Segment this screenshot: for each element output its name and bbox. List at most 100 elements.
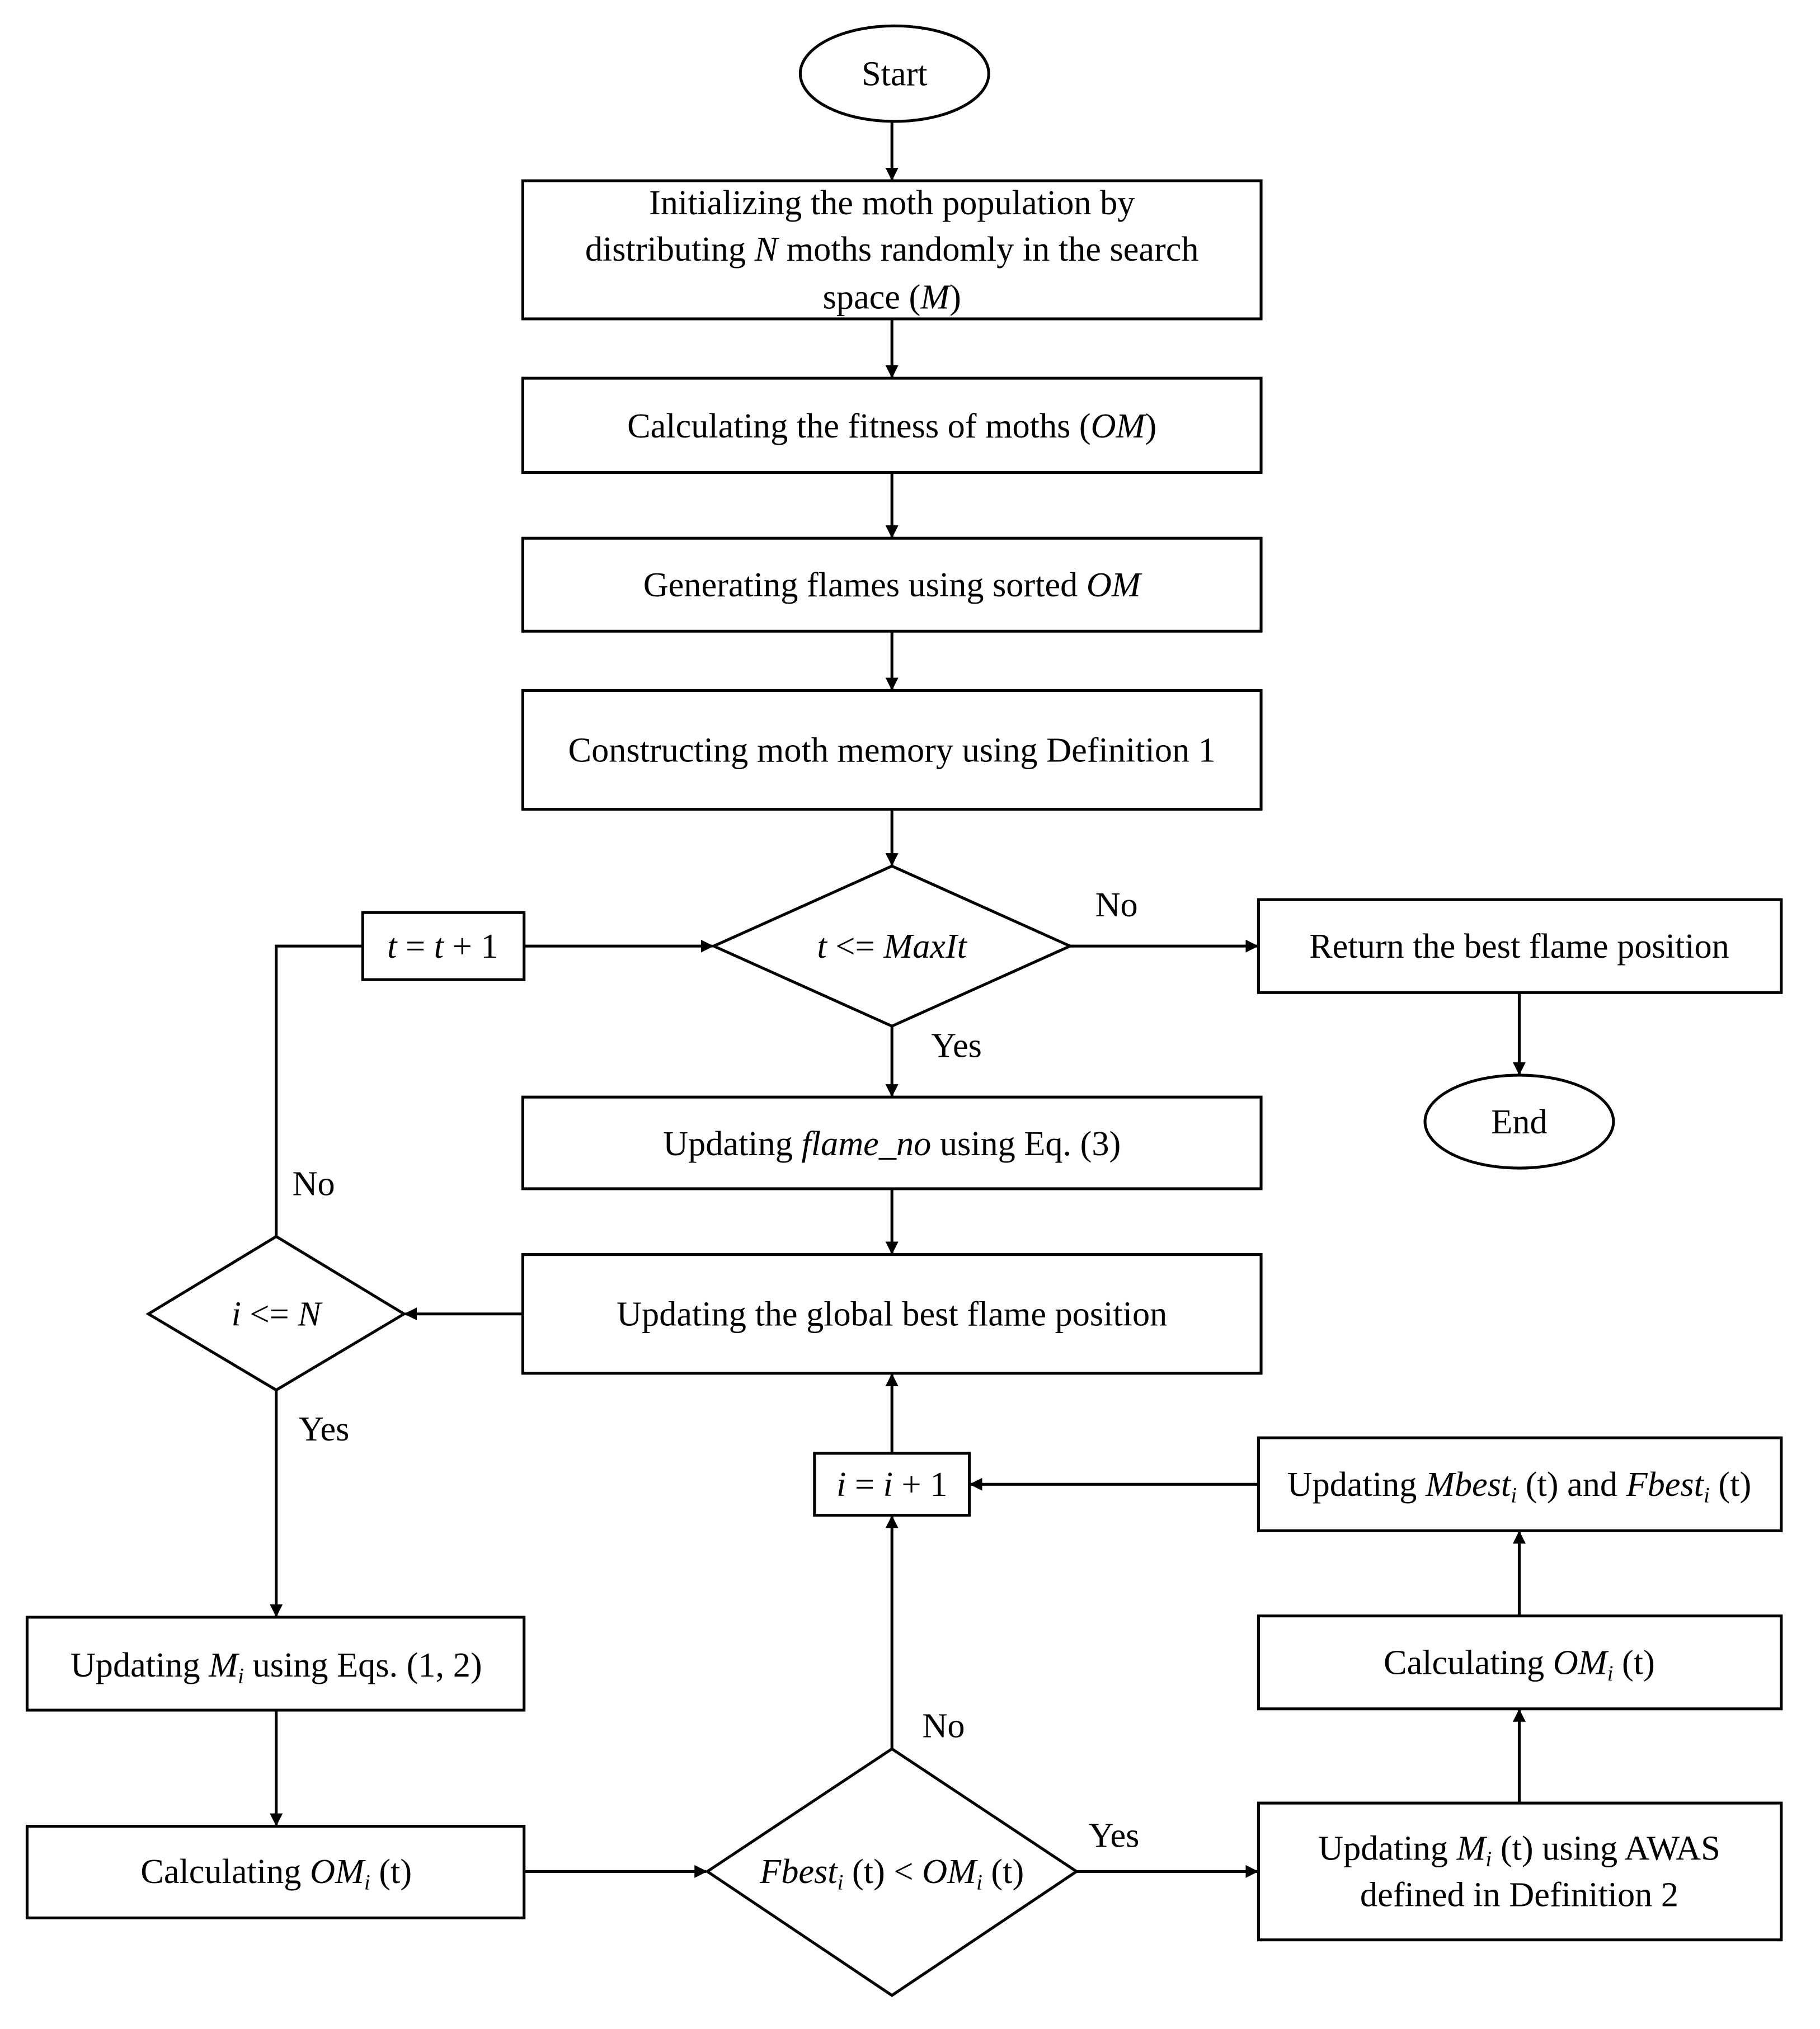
- calc-om-right-box: [1257, 1614, 1783, 1711]
- text-segment: flame_no: [801, 1124, 931, 1163]
- text-segment: (t): [1710, 1465, 1751, 1504]
- text-segment: + 1: [444, 927, 498, 966]
- text-segment: <=: [827, 927, 883, 966]
- flame-no-label: Updating flame_no using Eq. (3): [663, 1124, 1121, 1163]
- flames-label: Generating flames using sorted OM: [643, 566, 1142, 604]
- text-segment: (t): [982, 1852, 1024, 1891]
- text-segment: Generating flames using sorted: [643, 566, 1087, 604]
- text-segment: Fbest: [1626, 1465, 1705, 1504]
- text-segment: <=: [241, 1295, 298, 1334]
- text-segment: using Eqs. (1, 2): [244, 1646, 482, 1684]
- text-segment: Mbest: [1425, 1465, 1512, 1504]
- text-segment: Fbest: [759, 1852, 838, 1891]
- text-segment: OM: [1091, 407, 1147, 445]
- maxit-yes-label: Yes: [931, 1027, 982, 1065]
- fitness-box: [521, 376, 1263, 474]
- text-segment: M: [1456, 1829, 1487, 1868]
- text-segment: t: [387, 927, 398, 966]
- text-segment: Calculating: [1384, 1643, 1553, 1682]
- text-segment: End: [1491, 1103, 1547, 1141]
- text-segment: MaxIt: [883, 927, 967, 966]
- text-segment: (t): [1613, 1643, 1654, 1682]
- text-segment: (t): [370, 1852, 412, 1891]
- text-segment: (t) and: [1517, 1465, 1626, 1504]
- text-segment: space (: [823, 278, 921, 317]
- t-increment-label: t = t + 1: [387, 927, 498, 966]
- fitness-label: Calculating the fitness of moths (OM): [627, 407, 1156, 445]
- start-terminal: [798, 24, 990, 123]
- i-increment-label: i = i + 1: [836, 1465, 947, 1504]
- text-segment: i: [232, 1295, 241, 1334]
- init-label-line3: space (M): [823, 278, 961, 317]
- start-label: Start: [862, 54, 928, 93]
- text-segment: i: [838, 1871, 844, 1895]
- init-population-box: [521, 179, 1263, 321]
- text-segment: i: [836, 1465, 846, 1504]
- text-segment: M: [208, 1646, 239, 1684]
- text-segment: i: [1511, 1484, 1517, 1508]
- text-segment: i: [1704, 1484, 1710, 1508]
- update-mi-label: Updating Mi using Eqs. (1, 2): [70, 1646, 482, 1688]
- text-segment: defined in Definition 2: [1360, 1876, 1678, 1914]
- update-mi-box: [25, 1616, 526, 1712]
- text-segment: Updating: [1318, 1829, 1456, 1868]
- text-segment: (t) <: [843, 1852, 922, 1891]
- n-no-label: No: [293, 1164, 335, 1203]
- text-segment: Updating: [1287, 1465, 1426, 1504]
- global-best-box: [521, 1253, 1263, 1375]
- text-segment: i: [238, 1664, 244, 1688]
- fbest-label: Fbesti (t) < OMi (t): [759, 1852, 1024, 1895]
- text-segment: Updating the global best flame position: [617, 1295, 1167, 1334]
- maxit-label: t <= MaxIt: [817, 927, 967, 966]
- text-segment: =: [846, 1465, 883, 1504]
- text-segment: N: [754, 230, 780, 269]
- text-segment: ): [1145, 407, 1157, 445]
- maxit-no-label: No: [1095, 886, 1138, 924]
- init-label-line1: Initializing the moth population by: [649, 183, 1135, 222]
- global-best-label: Updating the global best flame position: [617, 1295, 1167, 1334]
- return-best-label: Return the best flame position: [1309, 927, 1729, 966]
- init-label-line2: distributing N moths randomly in the sea…: [585, 230, 1199, 269]
- n-label: i <= N: [232, 1295, 323, 1334]
- text-segment: Calculating the fitness of moths (: [627, 407, 1091, 445]
- n-yes-label: Yes: [299, 1410, 350, 1448]
- text-segment: ): [949, 278, 961, 317]
- text-segment: =: [397, 927, 434, 966]
- text-segment: i: [1607, 1661, 1614, 1686]
- line-n-t: [275, 944, 363, 1237]
- text-segment: t: [817, 927, 827, 966]
- update-mbest-box: [1257, 1436, 1783, 1532]
- fbest-yes-label: Yes: [1089, 1816, 1140, 1855]
- text-segment: Initializing the moth population by: [649, 183, 1135, 222]
- calc-om-right-label: Calculating OMi (t): [1384, 1643, 1655, 1686]
- end-terminal: [1423, 1074, 1615, 1170]
- text-segment: OM: [1087, 566, 1142, 604]
- text-segment: M: [920, 278, 951, 317]
- text-segment: OM: [310, 1852, 366, 1891]
- text-segment: + 1: [893, 1465, 947, 1504]
- text-segment: i: [883, 1465, 893, 1504]
- text-segment: (t) using AWAS: [1492, 1829, 1720, 1868]
- text-segment: OM: [1553, 1643, 1609, 1682]
- awas-label-line1: Updating Mi (t) using AWAS: [1318, 1829, 1720, 1872]
- edges: [270, 121, 1526, 1878]
- fbest-no-label: No: [922, 1706, 965, 1745]
- calc-om-left-box: [25, 1825, 526, 1920]
- text-segment: Start: [862, 54, 928, 93]
- text-segment: Return the best flame position: [1309, 927, 1729, 966]
- awas-label-line2: defined in Definition 2: [1360, 1876, 1678, 1914]
- awas-box: [1257, 1801, 1783, 1942]
- return-best-box: [1257, 898, 1783, 994]
- text-segment: moths randomly in the search: [778, 230, 1198, 269]
- text-segment: using Eq. (3): [931, 1124, 1121, 1163]
- text-segment: i: [364, 1871, 370, 1895]
- update-mbest-label: Updating Mbesti (t) and Fbesti (t): [1287, 1465, 1752, 1508]
- fbest-decision: [704, 1747, 1079, 1997]
- memory-label: Constructing moth memory using Definitio…: [568, 731, 1216, 769]
- text-segment: i: [976, 1871, 982, 1895]
- text-segment: Calculating: [140, 1852, 310, 1891]
- calc-om-left-label: Calculating OMi (t): [140, 1852, 412, 1895]
- text-segment: distributing: [585, 230, 755, 269]
- text-segment: OM: [922, 1852, 978, 1891]
